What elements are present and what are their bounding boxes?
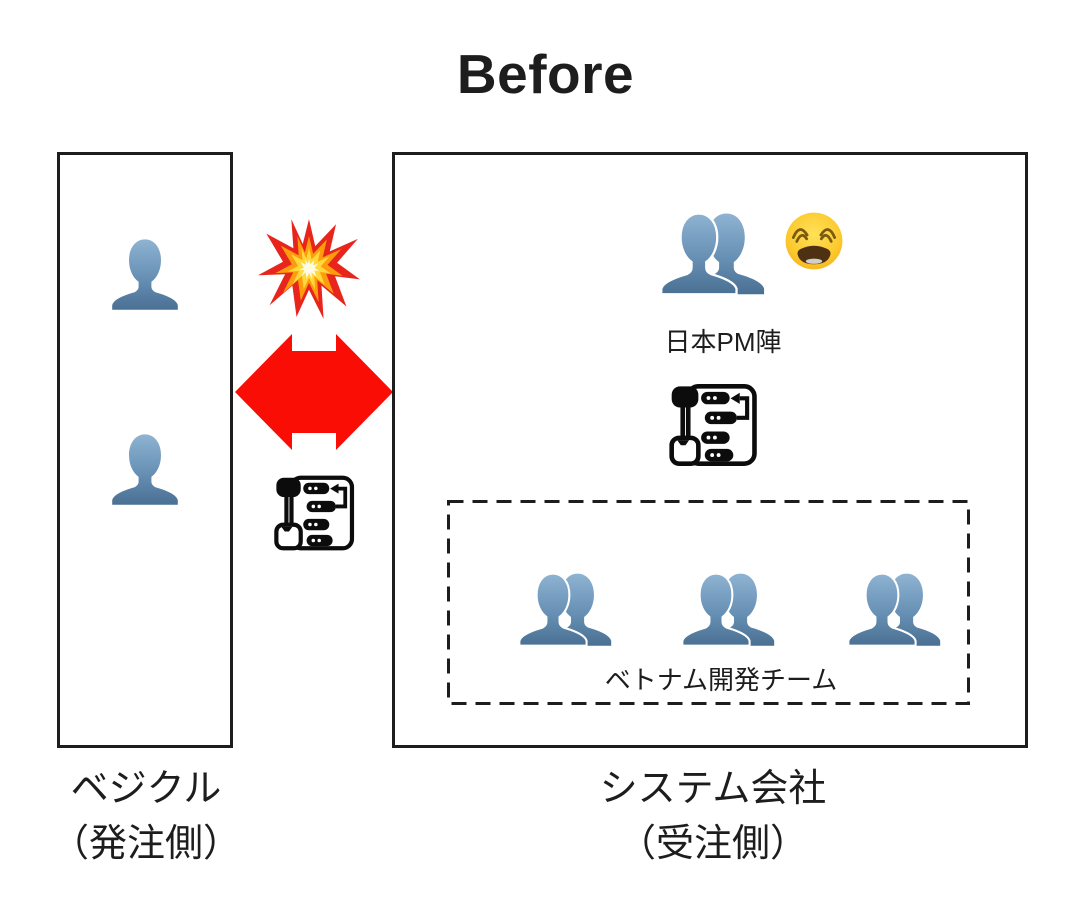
- pm-team-label: 日本PM陣: [664, 327, 782, 357]
- collision-icon: [257, 217, 361, 321]
- weary-face-icon: [783, 210, 845, 272]
- busts-in-silhouette-icon: [675, 565, 775, 651]
- client-caption-line2: （発注側）: [50, 823, 241, 865]
- scroll-rules-icon: [668, 379, 760, 471]
- busts-in-silhouette-icon: [512, 565, 612, 651]
- dev-team-label: ベトナム開発チーム: [604, 665, 838, 695]
- bust-in-silhouette-icon: [103, 233, 187, 313]
- diagram-title: Before: [456, 43, 635, 105]
- client-caption-line1: ベジクル: [70, 768, 222, 810]
- client-box: [57, 152, 233, 748]
- bust-in-silhouette-icon: [103, 428, 187, 508]
- client-box-caption: ベジクル （発注側）: [0, 762, 296, 872]
- busts-in-silhouette-icon: [841, 565, 941, 651]
- busts-in-silhouette-icon: [653, 206, 765, 298]
- vendor-box-caption: システム会社 （受注側）: [513, 762, 913, 872]
- vendor-caption-line1: システム会社: [599, 768, 827, 810]
- double-headed-arrow-icon: [235, 333, 393, 452]
- scroll-rules-icon: [273, 470, 357, 556]
- vendor-caption-line2: （受注側）: [617, 823, 808, 865]
